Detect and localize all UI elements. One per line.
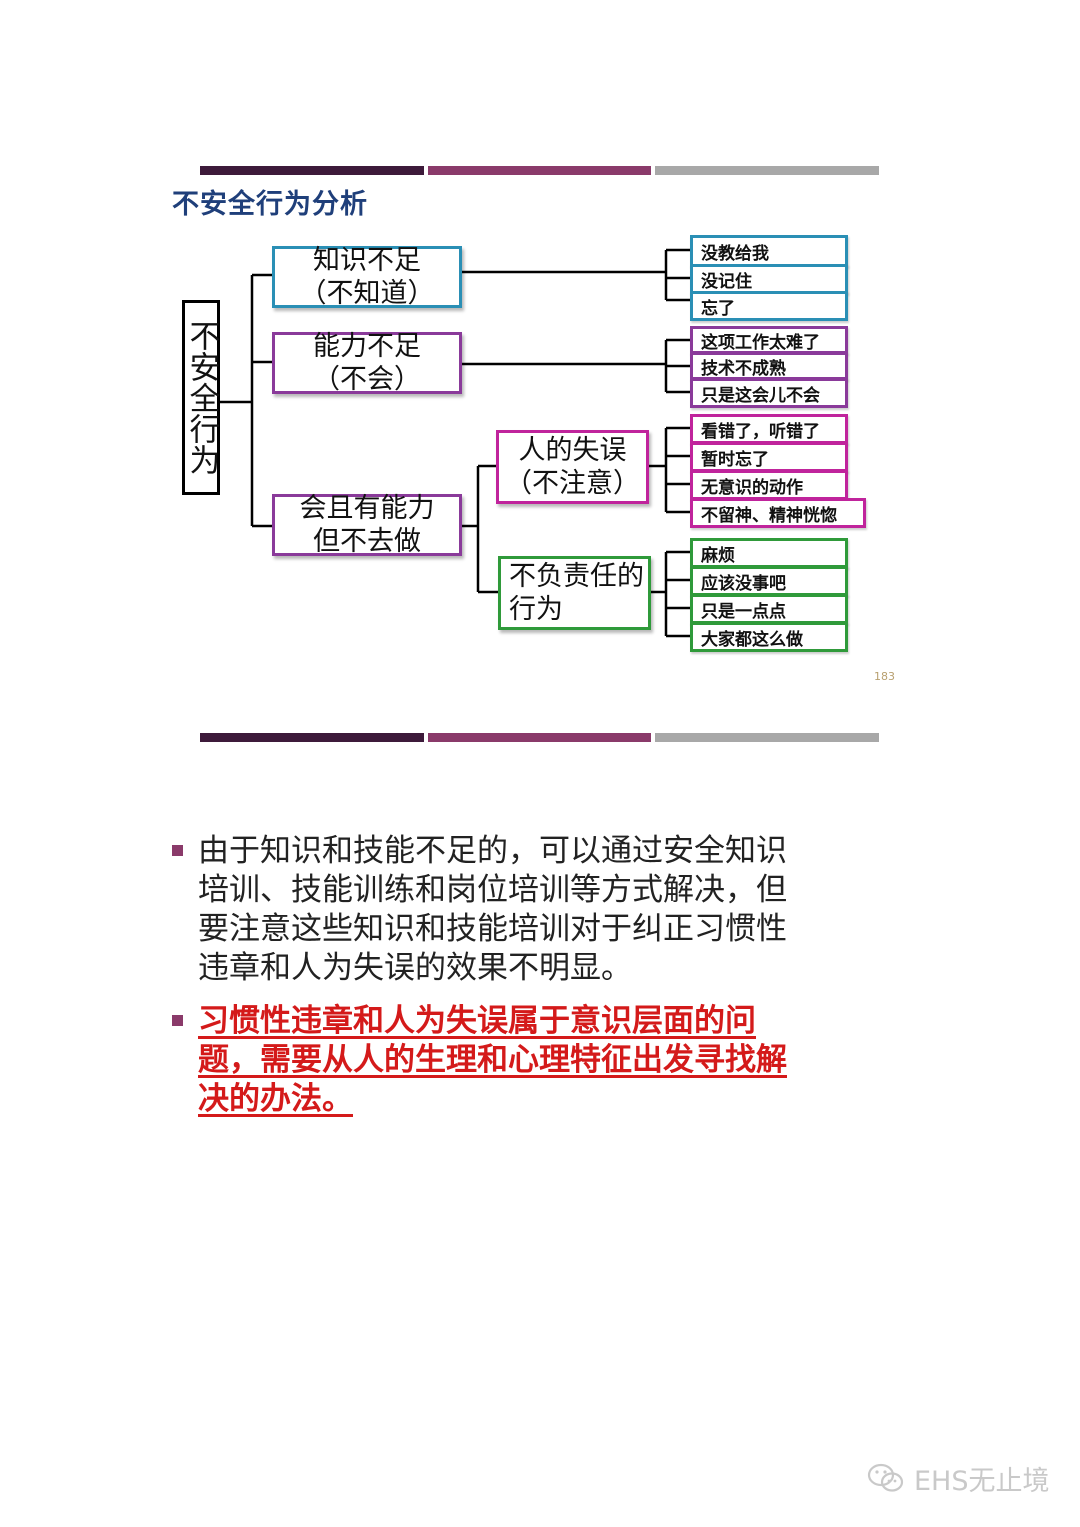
- watermark: EHS无止境: [866, 1458, 1050, 1498]
- page-number: 183: [874, 670, 895, 683]
- wechat-icon: [867, 1463, 904, 1492]
- node-line: （不会）: [313, 364, 421, 395]
- bullet-square-icon: [172, 845, 183, 856]
- bullet-text-emphasis: 习惯性违章和人为失误属于意识层面的问题，需要从人的生理和心理特征出发寻找解决的办…: [198, 1003, 787, 1117]
- leaf-human-error: 暂时忘了: [690, 442, 848, 472]
- bullet-text: 由于知识和技能不足的，可以通过安全知识培训、技能训练和岗位培训等方式解决，但要注…: [198, 833, 787, 986]
- leaf-ability: 这项工作太难了: [690, 326, 848, 354]
- slide-title: 不安全行为分析: [172, 189, 368, 220]
- leaf-human-error: 无意识的动作: [690, 470, 848, 500]
- node-line: 行为: [509, 594, 563, 625]
- top-stripe-dark: [200, 166, 424, 175]
- leaf-human-error: 不留神、精神恍惚: [690, 498, 866, 528]
- node-irresponsible-behavior: 不负责任的 行为: [498, 556, 651, 630]
- leaf-irresponsible: 只是一点点: [690, 594, 848, 624]
- bullet-item: 习惯性违章和人为失误属于意识层面的问题，需要从人的生理和心理特征出发寻找解决的办…: [172, 1002, 812, 1119]
- node-able-but-not-do: 会且有能力 但不去做: [272, 493, 462, 557]
- node-human-error: 人的失误 （不注意）: [496, 430, 649, 504]
- leaf-ability: 技术不成熟: [690, 352, 848, 380]
- root-node-unsafe-behavior: 不安全行为: [182, 300, 220, 495]
- node-line: 知识不足: [313, 245, 421, 276]
- leaf-knowledge: 没教给我: [690, 235, 848, 267]
- bullet-square-icon: [172, 1015, 183, 1026]
- leaf-irresponsible: 麻烦: [690, 538, 848, 568]
- node-line: 能力不足: [313, 331, 421, 362]
- leaf-human-error: 看错了，听错了: [690, 414, 848, 444]
- node-line: 人的失误: [518, 435, 627, 466]
- leaf-irresponsible: 大家都这么做: [690, 622, 848, 652]
- node-line: 不负责任的: [509, 561, 644, 592]
- top-stripe-mid: [428, 166, 651, 175]
- node-line: 会且有能力: [299, 493, 435, 524]
- node-line: （不知道）: [299, 278, 435, 309]
- connector-lines: [220, 248, 690, 638]
- leaf-knowledge: 忘了: [690, 291, 848, 321]
- leaf-knowledge: 没记住: [690, 264, 848, 294]
- watermark-text: EHS无止境: [914, 1465, 1050, 1497]
- node-ability-insufficient: 能力不足 （不会）: [272, 331, 462, 395]
- leaf-irresponsible: 应该没事吧: [690, 566, 848, 596]
- bullet-item: 由于知识和技能不足的，可以通过安全知识培训、技能训练和岗位培训等方式解决，但要注…: [172, 832, 812, 988]
- node-line: （不注意）: [505, 468, 640, 499]
- node-line: 但不去做: [313, 526, 421, 557]
- bottom-stripe-gray: [655, 733, 879, 742]
- bottom-stripe-mid: [428, 733, 651, 742]
- leaf-ability: 只是这会儿不会: [690, 378, 848, 408]
- bullet-list: 由于知识和技能不足的，可以通过安全知识培训、技能训练和岗位培训等方式解决，但要注…: [172, 832, 812, 1133]
- bottom-stripe-dark: [200, 733, 424, 742]
- top-stripe-gray: [655, 166, 879, 175]
- node-knowledge-insufficient: 知识不足 （不知道）: [272, 245, 462, 309]
